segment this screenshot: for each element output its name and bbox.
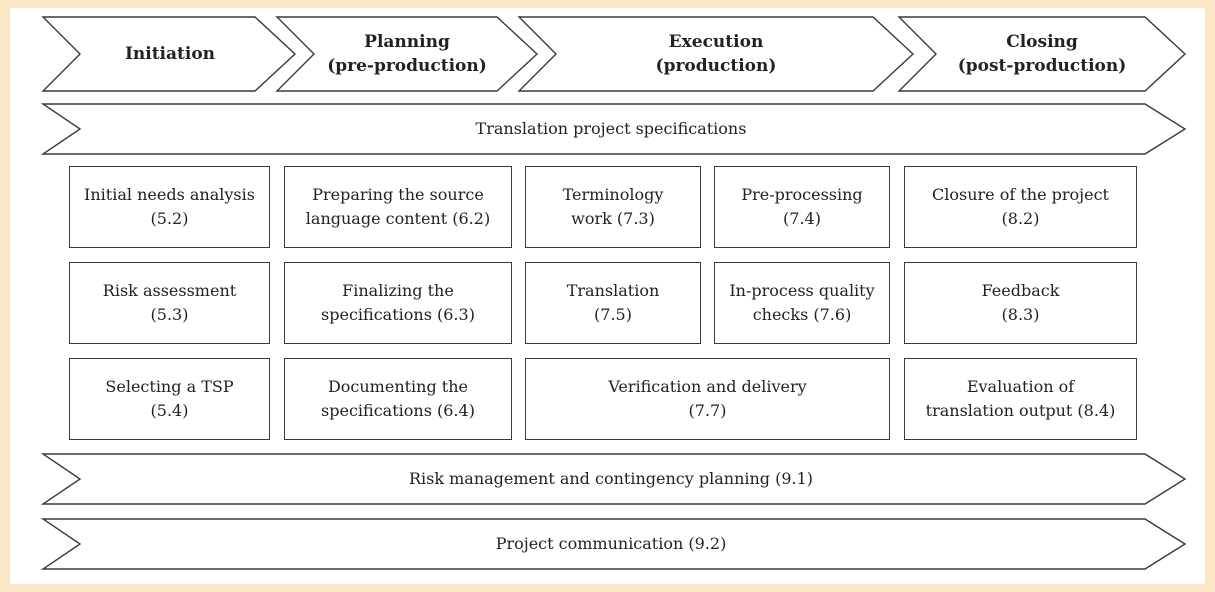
band-specifications: Translation project specifications (80, 104, 1142, 154)
box-preparing-source: Preparing the source language content (6… (284, 166, 512, 248)
phase-arrow-closing (897, 16, 1187, 92)
band-communication: Project communication (9.2) (80, 519, 1142, 569)
box-closure: Closure of the project (8.2) (904, 166, 1137, 248)
phase-initiation-label: Initiation (124, 44, 216, 64)
phase-arrow-execution (517, 16, 915, 92)
box-selecting-tsp: Selecting a TSP (5.4) (69, 358, 270, 440)
phase-arrow-initiation (41, 16, 297, 92)
phase-execution: Execution (production) (556, 17, 876, 91)
phase-closing-label: Closing (post-production) (957, 32, 1127, 76)
box-in-process-qc-label: In-process quality checks (7.6) (729, 281, 875, 324)
band-arrow-risk (40, 453, 1187, 505)
box-documenting-label: Documenting the specifications (6.4) (321, 377, 475, 420)
phase-arrow-planning (275, 16, 539, 92)
phase-closing: Closing (post-production) (936, 17, 1148, 91)
phase-planning: Planning (pre-production) (314, 17, 500, 91)
box-preprocessing: Pre-processing (7.4) (714, 166, 890, 248)
box-closure-label: Closure of the project (8.2) (932, 185, 1109, 228)
box-translation: Translation (7.5) (525, 262, 701, 344)
box-verification: Verification and delivery (7.7) (525, 358, 890, 440)
box-in-process-qc: In-process quality checks (7.6) (714, 262, 890, 344)
box-risk-assessment-label: Risk assessment (5.3) (102, 281, 237, 324)
phase-initiation: Initiation (80, 17, 260, 91)
box-verification-label: Verification and delivery (7.7) (608, 377, 807, 420)
band-risk: Risk management and contingency planning… (80, 454, 1142, 504)
band-arrow-communication (40, 518, 1187, 570)
box-evaluation-label: Evaluation of translation output (8.4) (925, 377, 1116, 420)
band-specifications-label: Translation project specifications (475, 119, 747, 138)
box-initial-needs: Initial needs analysis (5.2) (69, 166, 270, 248)
box-terminology: Terminology work (7.3) (525, 166, 701, 248)
box-selecting-tsp-label: Selecting a TSP (5.4) (105, 377, 234, 420)
phase-planning-label: Planning (pre-production) (327, 32, 487, 76)
box-feedback-label: Feedback (8.3) (981, 281, 1060, 324)
box-risk-assessment: Risk assessment (5.3) (69, 262, 270, 344)
box-translation-label: Translation (7.5) (566, 281, 660, 324)
box-preprocessing-label: Pre-processing (7.4) (741, 185, 863, 228)
box-feedback: Feedback (8.3) (904, 262, 1137, 344)
box-evaluation: Evaluation of translation output (8.4) (904, 358, 1137, 440)
box-finalizing-label: Finalizing the specifications (6.3) (321, 281, 475, 324)
band-risk-label: Risk management and contingency planning… (408, 469, 814, 488)
band-arrow-specifications (40, 103, 1187, 155)
band-communication-label: Project communication (9.2) (495, 534, 727, 553)
box-finalizing: Finalizing the specifications (6.3) (284, 262, 512, 344)
box-initial-needs-label: Initial needs analysis (5.2) (84, 185, 255, 228)
box-preparing-source-label: Preparing the source language content (6… (305, 185, 491, 228)
box-documenting: Documenting the specifications (6.4) (284, 358, 512, 440)
phase-execution-label: Execution (production) (655, 32, 777, 76)
box-terminology-label: Terminology work (7.3) (562, 185, 664, 228)
